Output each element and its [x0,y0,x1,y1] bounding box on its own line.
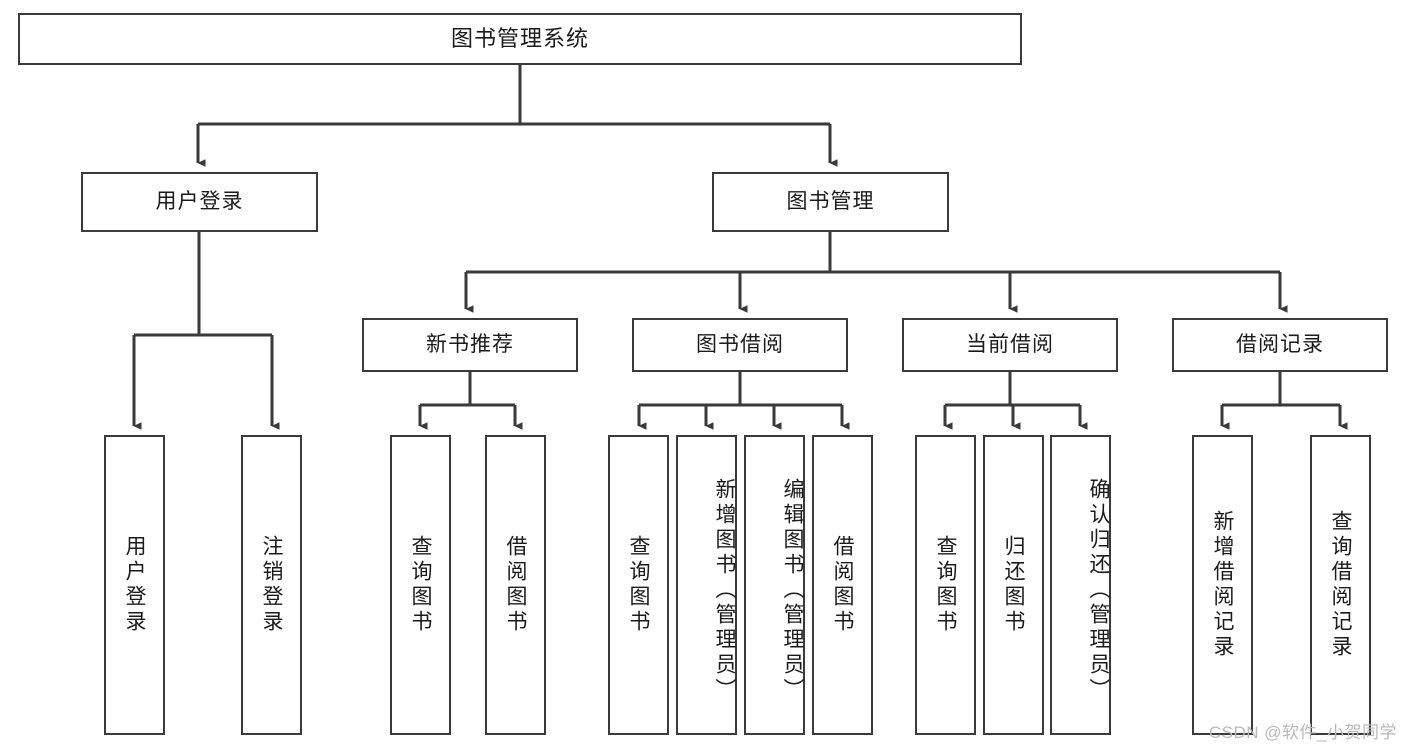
node-label: 查询图书 [627,535,650,635]
node-book-management[interactable]: 图书管理 [712,172,949,232]
node-label: 查询图书 [409,535,432,635]
node-new-book-recommend[interactable]: 新书推荐 [362,318,578,372]
node-label: 图书管理系统 [450,25,589,51]
node-label: 图书管理 [786,190,875,214]
node-label: 新增借阅记录 [1211,510,1234,660]
node-label: 确认归还（管理员） [1087,477,1110,703]
leaf-current-borrow-confirm-return[interactable]: 确认归还（管理员） [1050,435,1111,735]
leaf-current-borrow-query[interactable]: 查询图书 [915,435,976,735]
node-borrow-record[interactable]: 借阅记录 [1172,318,1388,372]
node-label: 查询借阅记录 [1329,510,1352,660]
leaf-book-borrow-edit[interactable]: 编辑图书（管理员） [744,435,805,735]
node-book-borrow[interactable]: 图书借阅 [632,318,848,372]
node-label: 新增图书（管理员） [713,477,736,703]
node-label: 新书推荐 [426,333,514,357]
leaf-book-borrow-query[interactable]: 查询图书 [608,435,669,735]
leaf-borrow-record-query[interactable]: 查询借阅记录 [1310,435,1371,735]
leaf-user-login-login[interactable]: 用户登录 [104,435,165,735]
watermark: CSDN @软件_小贺同学 [1208,723,1397,742]
node-label: 借阅图书 [831,535,854,635]
node-root-system[interactable]: 图书管理系统 [18,13,1022,65]
node-label: 图书借阅 [696,333,784,357]
leaf-new-book-borrow[interactable]: 借阅图书 [485,435,546,735]
leaf-user-login-logout[interactable]: 注销登录 [241,435,302,735]
node-label: 归还图书 [1002,535,1025,635]
node-label: 借阅图书 [504,535,527,635]
node-label: 查询图书 [934,535,957,635]
node-label: 用户登录 [123,535,146,635]
node-label: 当前借阅 [966,333,1054,357]
node-label: 用户登录 [155,190,244,214]
leaf-book-borrow-add[interactable]: 新增图书（管理员） [676,435,737,735]
leaf-new-book-query[interactable]: 查询图书 [390,435,451,735]
node-label: 借阅记录 [1236,333,1324,357]
leaf-book-borrow-borrow[interactable]: 借阅图书 [812,435,873,735]
node-current-borrow[interactable]: 当前借阅 [902,318,1118,372]
leaf-borrow-record-add[interactable]: 新增借阅记录 [1192,435,1253,735]
node-label: 编辑图书（管理员） [781,477,804,703]
node-label: 注销登录 [260,535,283,635]
leaf-current-borrow-return[interactable]: 归还图书 [983,435,1044,735]
node-user-login[interactable]: 用户登录 [81,172,318,232]
